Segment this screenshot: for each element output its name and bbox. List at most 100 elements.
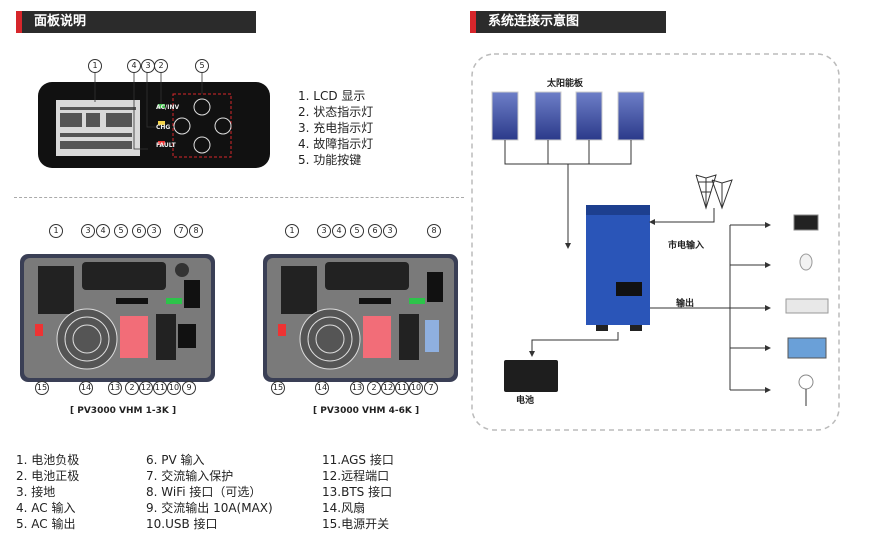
system-section-header: 系统连接示意图 <box>470 11 666 33</box>
callout-5: 5 <box>114 224 128 238</box>
solar-label: 太阳能板 <box>547 79 584 89</box>
callout-11: 11 <box>395 381 409 395</box>
panel-legend-item: 5. 功能按键 <box>298 153 362 167</box>
callout-3: 3 <box>317 224 331 238</box>
rear-legend-item: 7. 交流输入保护 <box>146 469 234 483</box>
solar-panel-icon <box>575 91 603 141</box>
callout-9: 9 <box>182 381 196 395</box>
callout-2: 2 <box>125 381 139 395</box>
callout-3: 3 <box>147 224 161 238</box>
callout-15: 15 <box>271 381 285 395</box>
rear-legend-item: 4. AC 输入 <box>16 501 76 515</box>
callout-15: 15 <box>35 381 49 395</box>
callout-3: 3 <box>81 224 95 238</box>
callout-3: 3 <box>141 59 155 73</box>
rear-legend-col-2: 6. PV 输入 7. 交流输入保护 8. WiFi 接口（可选） 9. 交流输… <box>146 452 273 532</box>
rear-left-caption: [ PV3000 VHM 1-3K ] <box>70 406 177 416</box>
callout-7: 7 <box>424 381 438 395</box>
rear-legend-item: 1. 电池负极 <box>16 453 80 467</box>
up-button-icon <box>193 98 211 116</box>
rear-legend-col-1: 1. 电池负极 2. 电池正极 3. 接地 4. AC 输入 5. AC 输出 <box>16 452 79 532</box>
callout-8: 8 <box>189 224 203 238</box>
callout-2: 2 <box>154 59 168 73</box>
system-connection-diagram <box>471 53 840 431</box>
front-panel-diagram <box>38 71 270 168</box>
callout-14: 14 <box>79 381 93 395</box>
callout-6: 6 <box>132 224 146 238</box>
callout-14: 14 <box>315 381 329 395</box>
callout-11: 11 <box>153 381 167 395</box>
fan-icon <box>56 308 118 370</box>
inverter-icon <box>586 205 650 331</box>
diagram-frame <box>471 53 840 431</box>
panel-legend-item: 1. LCD 显示 <box>298 89 366 103</box>
grid-tower-icon <box>695 174 733 210</box>
callout-1: 1 <box>49 224 63 238</box>
battery-icon <box>504 360 558 392</box>
rear-legend-item: 3. 接地 <box>16 485 56 499</box>
rear-legend-item: 8. WiFi 接口（可选） <box>146 485 262 499</box>
tv-icon <box>787 337 827 359</box>
rear-legend-item: 12.远程端口 <box>322 469 390 483</box>
callout-7: 7 <box>174 224 188 238</box>
rear-legend-item: 9. 交流输出 10A(MAX) <box>146 501 273 515</box>
callout-3: 3 <box>383 224 397 238</box>
callout-5: 5 <box>350 224 364 238</box>
panel-legend: 1. LCD 显示 2. 状态指示灯 3. 充电指示灯 4. 故障指示灯 5. … <box>298 88 373 168</box>
callout-13: 13 <box>108 381 122 395</box>
solar-panels <box>491 91 645 141</box>
solar-panel-icon <box>617 91 645 141</box>
output-label: 输出 <box>676 299 695 309</box>
rear-panel-left-diagram <box>20 254 215 382</box>
callout-4: 4 <box>127 59 141 73</box>
fan-stand-icon <box>798 374 814 406</box>
callout-5: 5 <box>195 59 209 73</box>
down-button-icon <box>193 136 211 154</box>
callout-1: 1 <box>88 59 102 73</box>
rear-legend-item: 15.电源开关 <box>322 517 390 531</box>
rear-legend-item: 10.USB 接口 <box>146 517 218 531</box>
section-divider <box>14 197 464 198</box>
rear-legend-item: 6. PV 输入 <box>146 453 205 467</box>
rear-legend-item: 11.AGS 接口 <box>322 453 394 467</box>
rear-legend-item: 14.风扇 <box>322 501 366 515</box>
button-area <box>172 93 232 158</box>
rear-right-caption: [ PV3000 VHM 4-6K ] <box>313 406 420 416</box>
chg-led-label: CHG <box>156 124 171 131</box>
callout-12: 12 <box>139 381 153 395</box>
grid-input-label: 市电输入 <box>668 241 705 251</box>
callout-8: 8 <box>427 224 441 238</box>
callout-13: 13 <box>350 381 364 395</box>
rear-legend-item: 5. AC 输出 <box>16 517 76 531</box>
ac-unit-icon <box>785 298 829 314</box>
callout-4: 4 <box>332 224 346 238</box>
callout-1: 1 <box>285 224 299 238</box>
rear-legend-item: 13.BTS 接口 <box>322 485 393 499</box>
fault-led <box>158 141 165 145</box>
rear-panel-right-diagram <box>263 254 458 382</box>
esc-button-icon <box>214 117 232 135</box>
callout-2: 2 <box>367 381 381 395</box>
panel-legend-item: 2. 状态指示灯 <box>298 105 374 119</box>
callout-10: 10 <box>167 381 181 395</box>
laptop-icon <box>793 214 819 231</box>
callout-12: 12 <box>381 381 395 395</box>
rear-legend-item: 2. 电池正极 <box>16 469 80 483</box>
callout-10: 10 <box>409 381 423 395</box>
bulb-icon <box>799 253 813 271</box>
ac-inv-led-label: AC/INV <box>156 104 180 111</box>
chg-led <box>158 121 165 125</box>
fan-icon <box>299 308 361 370</box>
callout-6: 6 <box>368 224 382 238</box>
panel-section-header: 面板说明 <box>16 11 256 33</box>
battery-label: 电池 <box>516 396 535 406</box>
callout-4: 4 <box>96 224 110 238</box>
ac-inv-led <box>158 104 165 108</box>
solar-panel-icon <box>491 91 519 141</box>
panel-legend-item: 4. 故障指示灯 <box>298 137 374 151</box>
fault-led-label: FAULT <box>156 142 176 149</box>
rear-legend-col-3: 11.AGS 接口 12.远程端口 13.BTS 接口 14.风扇 15.电源开… <box>322 452 394 532</box>
solar-panel-icon <box>534 91 562 141</box>
panel-legend-item: 3. 充电指示灯 <box>298 121 374 135</box>
enter-button-icon <box>173 117 191 135</box>
